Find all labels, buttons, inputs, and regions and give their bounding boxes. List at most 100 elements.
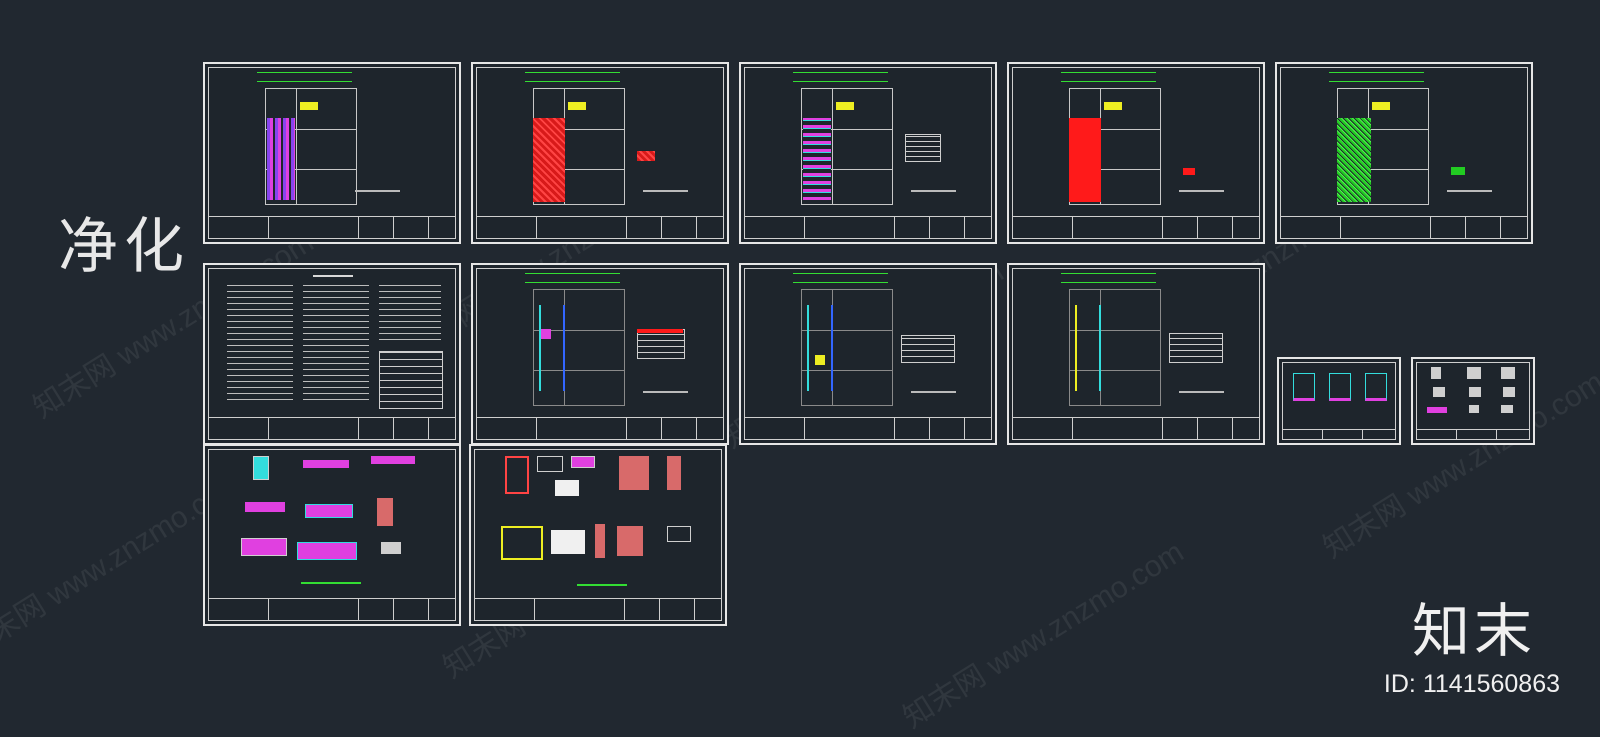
layout-fill bbox=[267, 118, 295, 200]
sheet-border bbox=[476, 67, 724, 239]
yellow-mark bbox=[836, 102, 854, 110]
title-block bbox=[1012, 216, 1260, 239]
detail-drawing bbox=[617, 526, 643, 556]
detail-drawing bbox=[1431, 367, 1441, 379]
solid-red-area bbox=[1069, 118, 1101, 202]
equipment-mark bbox=[541, 329, 551, 339]
detail-drawing bbox=[619, 456, 649, 490]
drawing-sheet-5[interactable] bbox=[1275, 62, 1533, 244]
detail-drawing bbox=[241, 538, 287, 556]
floor-plan bbox=[265, 88, 357, 205]
yellow-mark bbox=[300, 102, 318, 110]
legend-table bbox=[901, 335, 955, 363]
duct-route bbox=[807, 305, 833, 391]
sheet-caption bbox=[1179, 190, 1224, 192]
sheet-border bbox=[744, 67, 992, 239]
notes-text bbox=[379, 285, 441, 345]
legend-header bbox=[637, 329, 683, 333]
sheet-border bbox=[1282, 362, 1396, 440]
detail-drawing bbox=[1501, 367, 1515, 379]
brand-logo: 知末 bbox=[1411, 597, 1536, 665]
dimension-line bbox=[525, 72, 620, 82]
dimension-line bbox=[1329, 72, 1424, 82]
title-block bbox=[474, 598, 722, 621]
title-block bbox=[1416, 429, 1530, 440]
schedule-table bbox=[379, 351, 443, 409]
yellow-mark bbox=[1104, 102, 1122, 110]
legend-table bbox=[1169, 333, 1223, 363]
detail-drawing bbox=[505, 456, 529, 494]
notes-text bbox=[303, 285, 369, 405]
dimension-line bbox=[1061, 72, 1156, 82]
sheet-caption bbox=[911, 391, 956, 393]
sheet-caption bbox=[1447, 190, 1492, 192]
detail-drawing bbox=[1427, 407, 1447, 413]
detail-drawing bbox=[595, 524, 605, 558]
detail-drawing bbox=[501, 526, 543, 560]
sheet-border bbox=[744, 268, 992, 440]
detail-sheet-2[interactable] bbox=[469, 444, 727, 626]
detail-drawing bbox=[1501, 405, 1513, 413]
detail-drawing bbox=[1469, 387, 1481, 397]
title-block bbox=[1012, 417, 1260, 440]
sheet-border bbox=[208, 449, 456, 621]
detail-drawing bbox=[1433, 387, 1445, 397]
legend-table bbox=[637, 329, 685, 359]
detail-sheet-1[interactable] bbox=[203, 444, 461, 626]
notes-text bbox=[227, 285, 293, 405]
sheet-caption bbox=[911, 190, 956, 192]
sheet-border bbox=[1280, 67, 1528, 239]
title-block bbox=[208, 216, 456, 239]
sheet-border bbox=[1416, 362, 1530, 440]
detail-drawing bbox=[377, 498, 393, 526]
drawing-sheet-3[interactable] bbox=[739, 62, 997, 244]
image-id: ID: 1141560863 bbox=[1383, 670, 1560, 698]
drawing-sheet-4[interactable] bbox=[1007, 62, 1265, 244]
hatched-area bbox=[533, 118, 565, 202]
detail-drawing bbox=[253, 456, 269, 480]
detail-drawing bbox=[667, 456, 681, 490]
hatched-area bbox=[1337, 118, 1371, 202]
floor-plan bbox=[801, 88, 893, 205]
drawing-sheet-2[interactable] bbox=[471, 62, 729, 244]
detail-drawing bbox=[371, 456, 415, 464]
detail-drawing bbox=[1293, 373, 1315, 401]
title-block bbox=[1280, 216, 1528, 239]
small-sheet-2[interactable] bbox=[1411, 357, 1535, 445]
notes-sheet[interactable] bbox=[203, 263, 461, 445]
detail-drawing bbox=[537, 456, 563, 472]
sheet-border bbox=[1012, 67, 1260, 239]
notes-heading bbox=[313, 275, 353, 277]
layout-fill bbox=[803, 118, 831, 200]
dimension-line bbox=[793, 72, 888, 82]
detail-drawing bbox=[381, 542, 401, 554]
detail-drawing bbox=[1503, 387, 1515, 397]
sheet-border bbox=[208, 67, 456, 239]
detail-drawing bbox=[1467, 367, 1481, 379]
detail-drawing bbox=[297, 542, 357, 560]
sheet-border bbox=[474, 449, 722, 621]
pipe-route bbox=[1075, 305, 1101, 391]
sheet-caption bbox=[1179, 391, 1224, 393]
drawing-sheet-7[interactable] bbox=[471, 263, 729, 445]
category-label: 净化 bbox=[58, 212, 190, 282]
sheet-caption bbox=[643, 391, 688, 393]
detail-drawing bbox=[1365, 373, 1387, 401]
title-block bbox=[208, 598, 456, 621]
detail-drawing bbox=[303, 460, 349, 468]
sheet-border bbox=[208, 268, 456, 440]
legend-table bbox=[905, 134, 941, 162]
drawing-sheet-1[interactable] bbox=[203, 62, 461, 244]
duct-route bbox=[539, 305, 565, 391]
drawing-sheet-9[interactable] bbox=[1007, 263, 1265, 445]
sheet-caption bbox=[355, 190, 400, 192]
small-sheet-1[interactable] bbox=[1277, 357, 1401, 445]
dimension-line bbox=[793, 273, 888, 283]
legend-swatch bbox=[1183, 168, 1195, 175]
drawing-sheet-8[interactable] bbox=[739, 263, 997, 445]
dimension-line bbox=[257, 72, 352, 82]
sheet-border bbox=[1012, 268, 1260, 440]
sheet-border bbox=[476, 268, 724, 440]
equipment-mark bbox=[815, 355, 825, 365]
title-block bbox=[208, 417, 456, 440]
